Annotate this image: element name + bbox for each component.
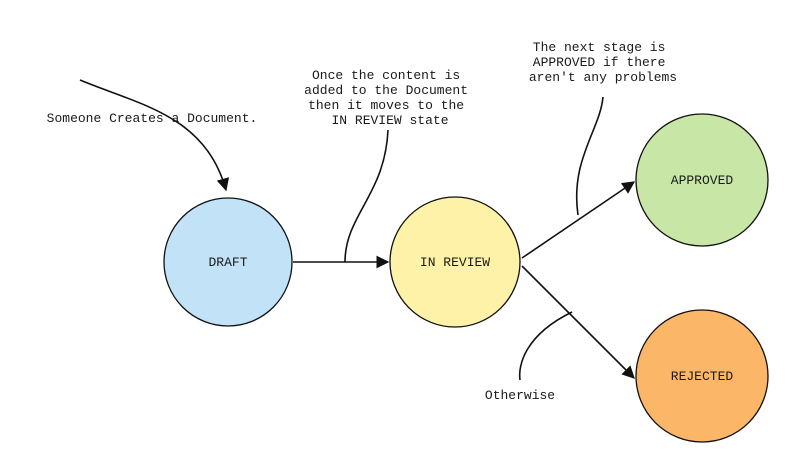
note-approved-line: APPROVED if there	[533, 55, 666, 70]
note-in-review-line: then it moves to the	[308, 98, 464, 113]
state-rejected-circle	[635, 309, 769, 443]
state-in-review-circle	[389, 196, 521, 328]
note-approved: The next stage is APPROVED if there aren…	[529, 40, 677, 85]
arrow-in-review-to-rejected	[521, 265, 635, 379]
state-in-review-label: IN REVIEW	[420, 255, 490, 270]
state-in-review: IN REVIEW	[389, 196, 521, 328]
note-in-review-line: added to the Document	[304, 83, 468, 98]
note-in-review-line: Once the content is	[312, 68, 460, 83]
in-review-note-connector	[344, 129, 389, 263]
state-approved-label: APPROVED	[671, 173, 734, 188]
arrow-in-review-to-approved	[521, 181, 636, 259]
note-approved-line: aren't any problems	[529, 70, 677, 85]
state-draft-label: DRAFT	[208, 255, 247, 270]
state-draft-circle	[163, 197, 293, 327]
note-in-review-line: IN REVIEW state	[331, 113, 448, 128]
note-in-review: Once the content is added to the Documen…	[304, 68, 476, 128]
note-approved-line: The next stage is	[533, 40, 666, 55]
state-rejected-label: REJECTED	[671, 369, 734, 384]
state-rejected: REJECTED	[635, 309, 769, 443]
create-pointer-curve	[79, 79, 230, 192]
state-approved: APPROVED	[635, 113, 769, 247]
note-create-line: Someone Creates a Document.	[47, 111, 258, 126]
state-draft: DRAFT	[163, 197, 293, 327]
note-otherwise: Otherwise	[485, 388, 555, 403]
note-create: Someone Creates a Document.	[47, 111, 258, 126]
note-otherwise-line: Otherwise	[485, 388, 555, 403]
state-approved-circle	[635, 113, 769, 247]
approved-note-connector	[575, 96, 604, 216]
otherwise-note-connector	[518, 311, 573, 381]
